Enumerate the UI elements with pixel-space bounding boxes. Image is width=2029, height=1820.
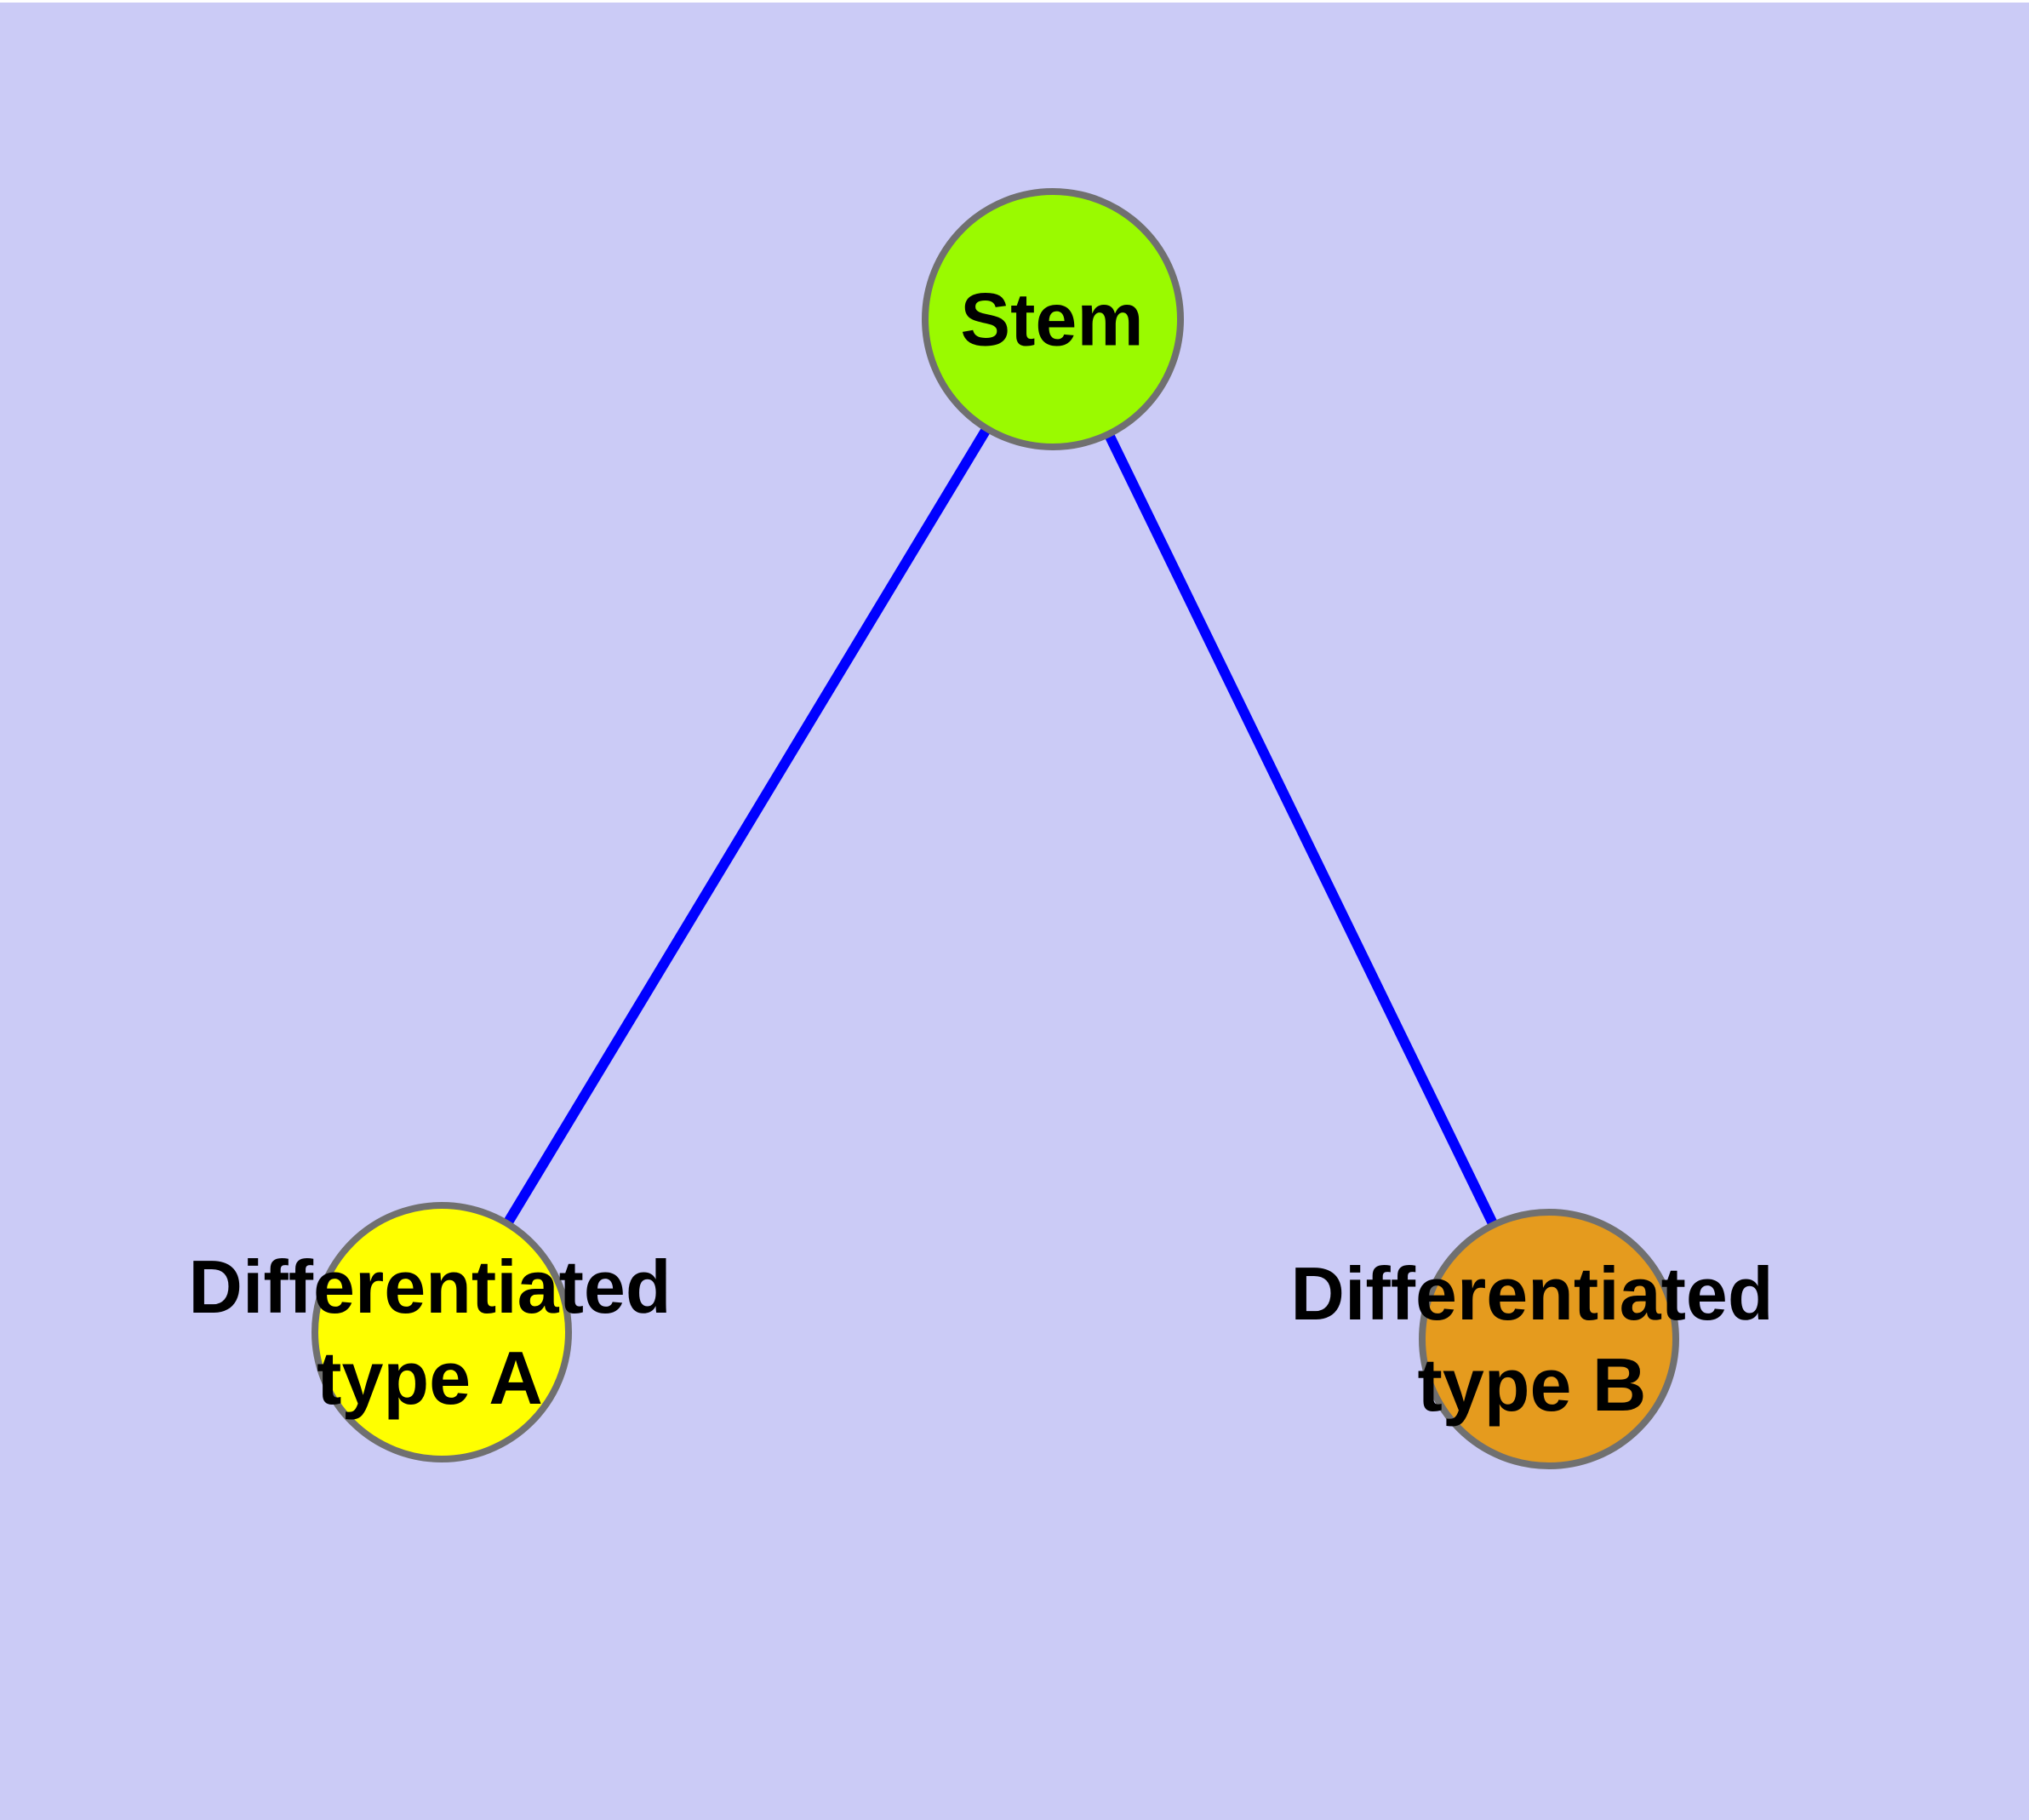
page-margin-top — [0, 0, 2029, 3]
node-differentiated-type-a-circle — [311, 1202, 572, 1462]
node-type-b-label-line1: Differentiated — [1290, 1251, 1774, 1336]
node-type-b-label-line2: type B — [1417, 1342, 1647, 1427]
node-stem-label: Stem — [960, 274, 1143, 365]
node-differentiated-type-b-label: Differentiated type B — [1290, 1248, 1773, 1430]
node-type-a-label-line2: type A — [317, 1336, 543, 1420]
node-stem-label-text: Stem — [960, 277, 1144, 362]
edge-stem-to-type-a — [437, 316, 1058, 1336]
node-stem-circle — [922, 188, 1184, 450]
edge-stem-to-type-b — [1048, 317, 1554, 1342]
node-differentiated-type-b-circle — [1419, 1209, 1679, 1469]
node-differentiated-type-a-label: Differentiated type A — [188, 1241, 671, 1423]
node-type-a-label-line1: Differentiated — [188, 1245, 672, 1329]
